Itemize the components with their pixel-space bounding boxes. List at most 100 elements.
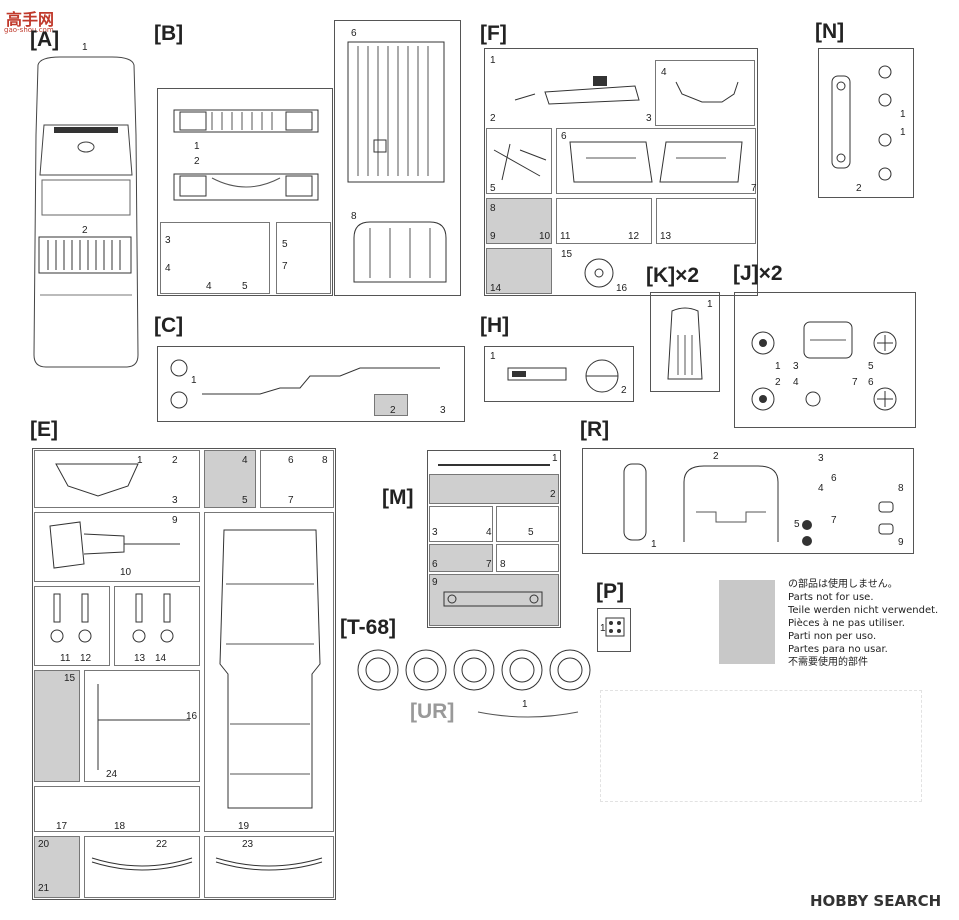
sprue-cell-unused [486,198,552,244]
hobby-search-watermark: HOBBY SEARCH [810,892,942,910]
bumper-part [173,173,319,201]
part-number: 11 [60,653,71,664]
body-shell-part [33,56,139,368]
sprue-frame-k [650,292,720,392]
sprue-cell [486,128,552,194]
part-number: 1 [707,299,713,310]
sprue-cell-unused [429,544,493,572]
sprue-cell [496,506,559,542]
sprue-cell [556,198,652,244]
part-number: 13 [660,231,672,242]
part-number: 15 [64,673,76,684]
part-number: 9 [490,231,496,242]
part-number: 1 [490,351,496,362]
section-label-b: [B] [154,22,184,45]
part-number: 3 [165,235,171,246]
part-number: 3 [646,113,652,124]
part-number: 2 [82,225,88,236]
section-label-j: [J]×2 [733,262,783,285]
part-number: 4 [242,455,248,466]
part-number: 2 [490,113,496,124]
sprue-frame-m [427,450,561,628]
part-number: 7 [282,261,288,272]
shock-absorber-parts [50,593,92,643]
part-number: 1 [490,55,496,66]
part-number: 12 [628,231,640,242]
hub-part [805,391,821,407]
section-label-ur: [UR] [410,700,455,723]
muffler-tip-parts [170,359,188,409]
sprue-cell [655,60,755,126]
unused-parts-legend: の部品は使用しません。 Parts not for use. Teile wer… [788,578,938,669]
part-number: 3 [793,361,799,372]
clear-part [477,711,579,718]
part-number: 6 [351,28,357,39]
lamp-lens-parts [802,520,812,546]
part-number: 4 [793,377,799,388]
sprue-cell [656,198,756,244]
part-number: 2 [775,377,781,388]
sprue-frame-j [734,292,916,428]
ladder-frame-chassis-part [219,529,321,809]
transmission-part [49,521,180,569]
part-number: 2 [621,385,627,396]
part-number: 23 [242,839,254,850]
light-lens-parts [878,501,894,535]
seat-part [667,307,703,380]
section-label-n: [N] [815,20,845,43]
unused-parts-swatch [719,580,775,664]
part-number: 7 [831,515,837,526]
sprue-cell [556,128,756,194]
wheel-part [751,387,775,411]
part-number: 4 [165,263,171,274]
sprue-cell-unused [204,450,256,508]
part-number: 12 [80,653,92,664]
part-number: 6 [831,473,837,484]
sprue-cell-unused [374,394,408,416]
part-number: 3 [432,527,438,538]
part-number: 1 [522,699,528,710]
part-number: 10 [120,567,132,578]
sprue-frame-b [157,88,333,296]
part-number: 14 [155,653,167,664]
part-number: 5 [242,281,248,292]
part-number: 16 [616,283,628,294]
part-number: 4 [818,483,824,494]
part-number: 5 [282,239,288,250]
part-number: 2 [550,489,556,500]
legend-line: Pièces à ne pas utiliser. [788,618,905,629]
legend-line: Parts not for use. [788,592,874,603]
site-watermark-logo: 高手网 [6,10,55,29]
part-number: 9 [898,537,904,548]
part-number: 8 [898,483,904,494]
sprue-cell [496,544,559,572]
rear-window-part [623,463,647,541]
part-number: 2 [713,451,719,462]
sprue-cell [84,836,200,898]
part-number: 1 [775,361,781,372]
sprue-frame-n [818,48,914,198]
rail-part [438,464,550,466]
sprue-frame-b-right [334,20,461,296]
sprue-cell [84,670,200,782]
part-number: 6 [432,559,438,570]
part-number: 1 [191,375,197,386]
sprue-cell [260,450,334,508]
part-number: 4 [206,281,212,292]
sprue-cell [34,786,200,832]
part-number: 4 [486,527,492,538]
part-number: 2 [390,405,396,416]
part-number: 8 [490,203,496,214]
sprue-frame-e [32,448,336,900]
windshield-part [683,465,779,542]
part-number: 3 [440,405,446,416]
part-number: 8 [500,559,506,570]
crossmember-part [55,463,139,497]
part-number: 7 [852,377,858,388]
part-number: 1 [552,453,558,464]
sprue-cell-unused [34,670,80,782]
part-number: 3 [818,453,824,464]
section-label-r: [R] [580,418,610,441]
part-number: 18 [114,821,126,832]
sprue-cell [276,222,331,294]
